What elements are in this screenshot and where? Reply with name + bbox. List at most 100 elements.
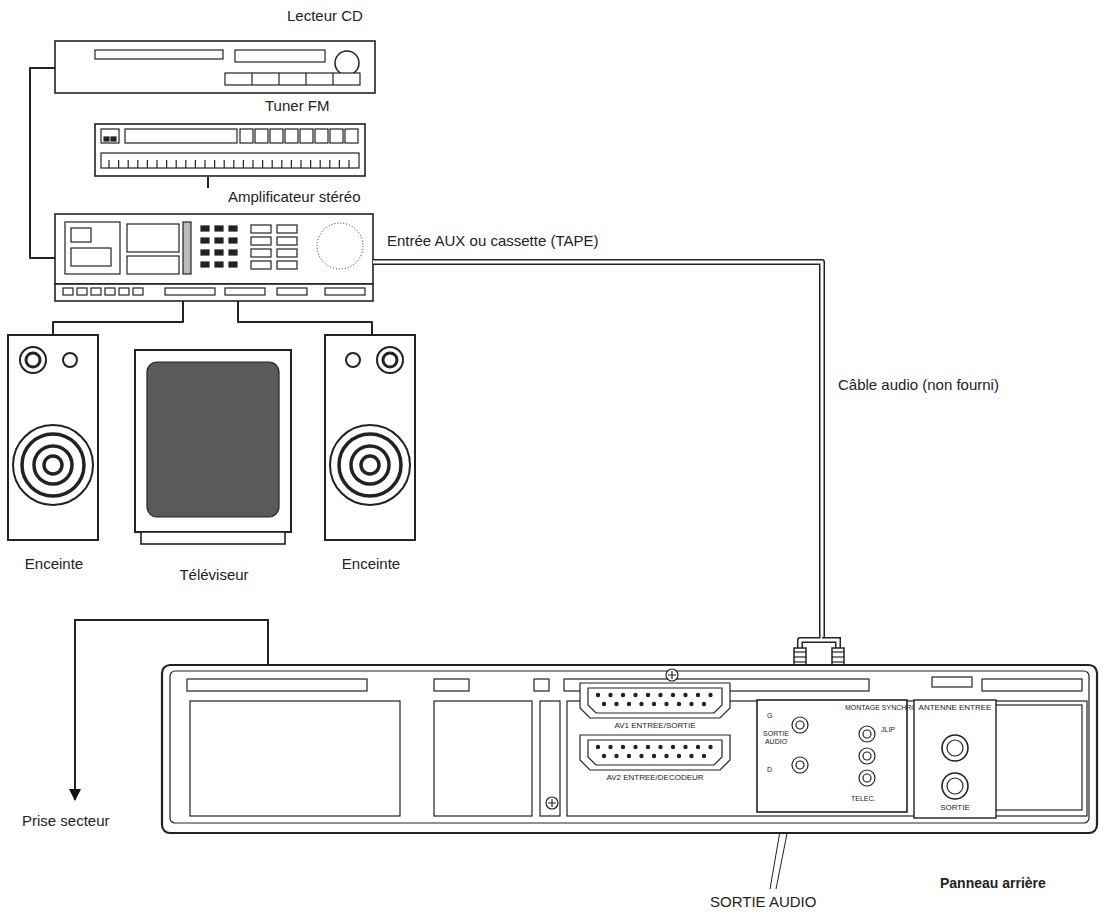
device-part — [127, 224, 179, 252]
decorations — [75, 620, 844, 889]
device-part — [65, 222, 120, 274]
connector-line — [53, 301, 183, 335]
device-part — [183, 222, 191, 274]
device-part — [176, 160, 177, 168]
antenna-panel-drawing — [914, 700, 996, 818]
device-part — [190, 701, 400, 816]
device-part — [270, 129, 283, 143]
device-part — [147, 362, 279, 517]
screw — [546, 797, 558, 809]
rca-plug — [832, 651, 844, 652]
device-part — [914, 700, 996, 818]
woofer — [339, 434, 401, 496]
device-part — [251, 73, 252, 85]
device-part — [310, 160, 311, 168]
device-part — [320, 160, 321, 168]
scart-pin — [709, 693, 712, 696]
scart-pin — [602, 754, 605, 757]
annotation-label: SORTIE AUDIO — [708, 893, 818, 910]
device-part — [229, 262, 237, 267]
antenna-jack — [947, 778, 963, 794]
scart-pin — [646, 745, 649, 748]
wire — [30, 68, 55, 258]
wire — [208, 177, 209, 188]
rca-plug — [832, 656, 844, 657]
device-part — [215, 250, 223, 255]
device-part — [204, 160, 205, 168]
woofer — [361, 456, 379, 474]
device-part — [240, 129, 253, 143]
scart-pin — [627, 702, 630, 705]
scart-socket — [580, 735, 730, 770]
device-label: Enceinte — [325, 555, 417, 572]
device-label: SORTIE — [914, 803, 996, 812]
knob-ring — [317, 223, 363, 269]
device-part — [166, 160, 167, 168]
device-part — [339, 160, 340, 168]
device-part — [255, 129, 268, 143]
connector-line — [238, 301, 372, 335]
woofer — [44, 456, 62, 474]
woofer — [34, 446, 72, 484]
scart-pin — [652, 702, 655, 705]
speaker-cabinet — [8, 335, 98, 540]
tweeter — [26, 353, 40, 367]
connector-line — [30, 68, 55, 258]
device-part — [278, 73, 279, 85]
device-part — [125, 129, 237, 143]
device-part — [127, 256, 179, 274]
device-part — [104, 137, 109, 141]
scart-pin — [690, 702, 693, 705]
scart-pin — [634, 693, 637, 696]
jack-socket — [796, 761, 804, 769]
scart-socket — [588, 688, 722, 713]
jack-socket — [863, 730, 871, 738]
device-part — [195, 160, 196, 168]
device-part — [434, 679, 469, 691]
device-part — [105, 288, 115, 295]
device-part — [982, 679, 1082, 691]
scart-pin — [665, 702, 668, 705]
device-part — [119, 288, 129, 295]
scart-pin — [621, 745, 624, 748]
scart-pin — [634, 745, 637, 748]
device-part — [170, 671, 1089, 823]
device-part — [137, 160, 138, 168]
device-part — [281, 160, 282, 168]
device-part — [215, 226, 223, 231]
device-part — [668, 671, 676, 679]
device-part — [55, 41, 375, 93]
audio-cable — [373, 261, 421, 264]
jack-socket — [796, 721, 804, 729]
scart-pin — [596, 745, 599, 748]
loudspeaker-drawing — [8, 335, 100, 575]
rca-plug — [794, 651, 806, 652]
device-part — [534, 679, 549, 691]
connector-line — [207, 177, 209, 188]
device-part — [101, 129, 119, 143]
scart-pin — [696, 745, 699, 748]
vcr-housing — [162, 665, 1097, 833]
device-part — [251, 225, 271, 233]
jack-socket — [863, 774, 871, 782]
device-part — [348, 160, 349, 168]
device-label: Enceinte — [8, 555, 100, 572]
device-part — [251, 261, 271, 269]
device-label: TELEC. — [851, 795, 876, 803]
device-part — [329, 160, 330, 168]
loudspeaker: Enceinte — [325, 335, 420, 575]
jack-socket — [792, 757, 808, 773]
audio-cable — [373, 259, 421, 265]
woofer — [13, 425, 93, 505]
device-part — [325, 288, 365, 295]
device-part — [277, 225, 297, 233]
edge-label: Câble audio (non fourni) — [836, 376, 1001, 393]
speaker-cabinet — [325, 335, 415, 540]
audio-cable — [421, 262, 822, 700]
jack-socket — [863, 752, 871, 760]
scart-pin — [671, 745, 674, 748]
device-part — [262, 160, 263, 168]
wire — [53, 301, 183, 335]
scart-pin — [665, 754, 668, 757]
device-part — [229, 250, 237, 255]
